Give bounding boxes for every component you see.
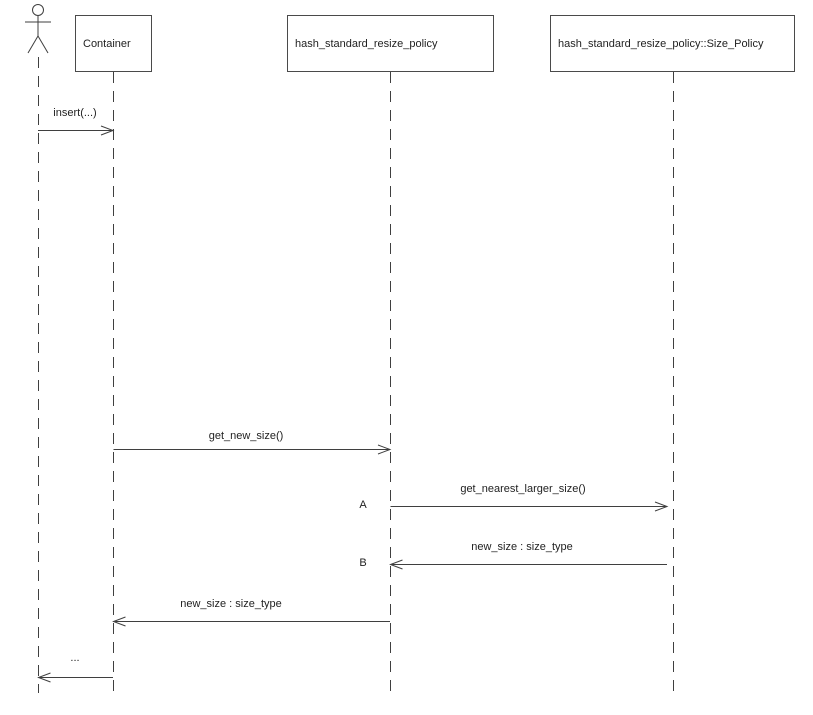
participant-container: Container [75,15,152,72]
message-label-new-size-return: new_size : size_type [180,598,282,610]
message-arrow-get-nearest-larger-size [390,501,669,512]
message-label-ellipsis: ... [70,652,80,664]
participant-size-policy-label: hash_standard_resize_policy::Size_Policy [558,37,764,50]
message-label-get-nearest-larger-size: get_nearest_larger_size() [460,483,586,495]
message-label-insert: insert(...) [53,107,97,119]
message-label-get-new-size: get_new_size() [208,430,284,442]
participant-hash-standard-resize-policy: hash_standard_resize_policy [287,15,494,72]
actor-icon [25,4,51,54]
message-marker-a: A [359,499,367,511]
message-arrow-insert [38,125,115,136]
participant-size-policy: hash_standard_resize_policy::Size_Policy [550,15,795,72]
message-arrow-ellipsis-return [37,672,113,683]
participant-hash-standard-resize-policy-label: hash_standard_resize_policy [295,37,438,50]
message-arrow-new-size-return-b [389,559,667,570]
message-marker-b: B [359,557,367,569]
message-label-new-size-return-b: new_size : size_type [471,541,573,553]
message-arrow-get-new-size [113,444,392,455]
message-arrow-new-size-return [112,616,390,627]
participant-container-label: Container [83,37,131,50]
